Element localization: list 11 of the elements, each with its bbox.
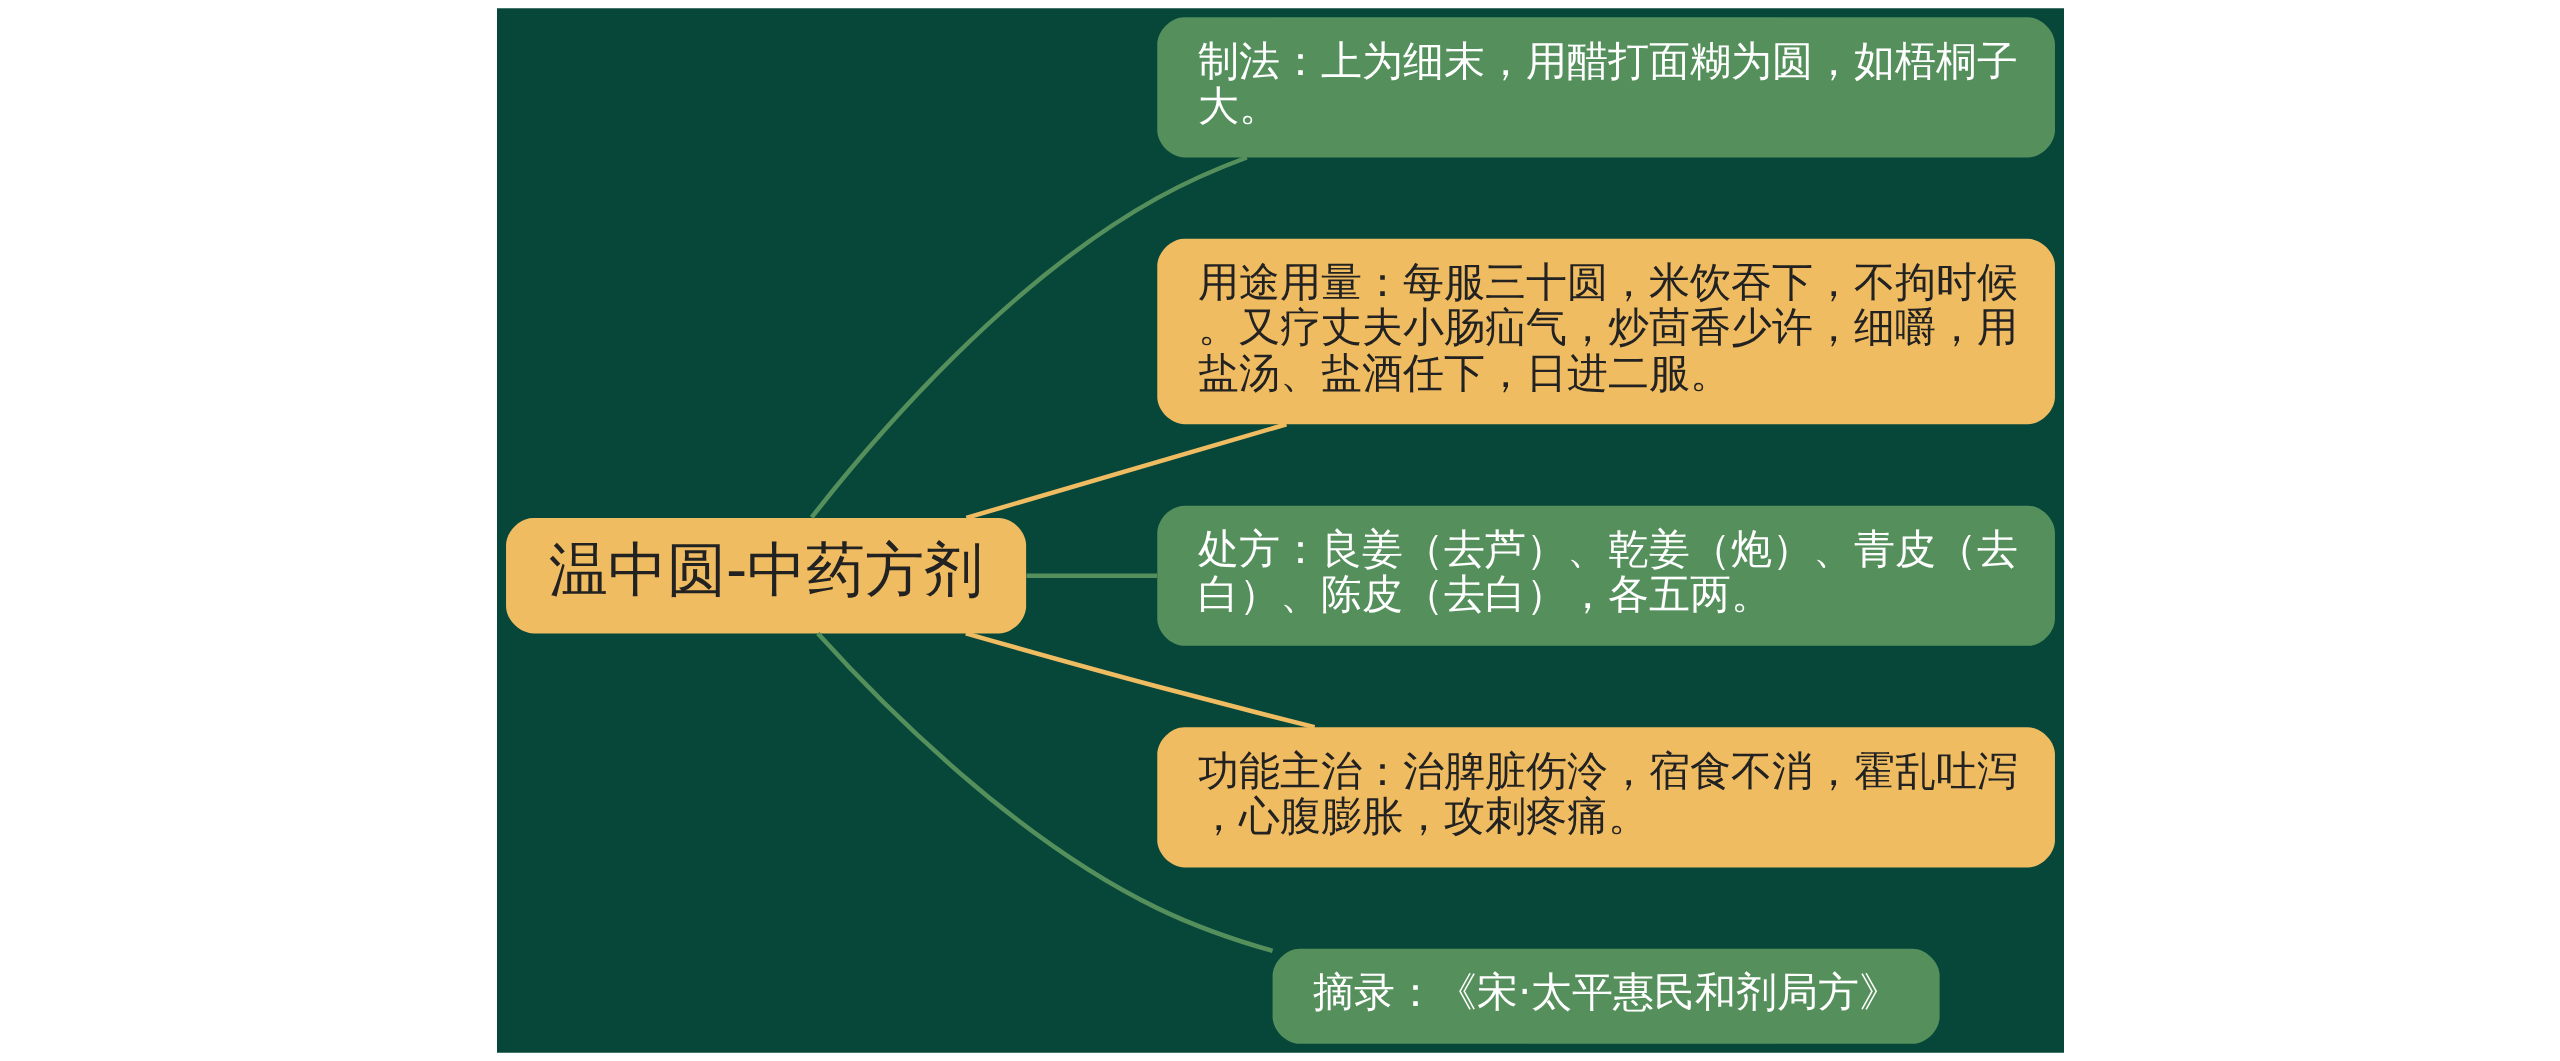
node-box: 功能主治：治脾脏伤泠，宿食不消，霍乱吐泻，心腹膨胀，攻刺疼痛。 (1156, 727, 2055, 868)
connector (1025, 573, 1157, 578)
node-box: 温中圆-中药方剂 (505, 518, 1026, 634)
node-box: 制法：上为细末，用醋打面糊为圆，如梧桐子大。 (1156, 17, 2055, 158)
node-box: 处方：良姜（去芦）、乾姜（炮）、青皮（去白）、陈皮（去白），各五两。 (1156, 505, 2055, 646)
connector (815, 631, 1273, 954)
connector (964, 631, 1315, 730)
node-box: 用途用量：每服三十圆，米饮吞下，不拘时候。又疗丈夫小肠疝气，炒茴香少许，细嚼，用盐汤、盐酒任下，日进二服。 (1156, 238, 2055, 425)
connector (965, 422, 1287, 521)
node-box: 摘录：《宋·太平惠民和剂局方》 (1272, 948, 1940, 1044)
connector (809, 155, 1248, 519)
